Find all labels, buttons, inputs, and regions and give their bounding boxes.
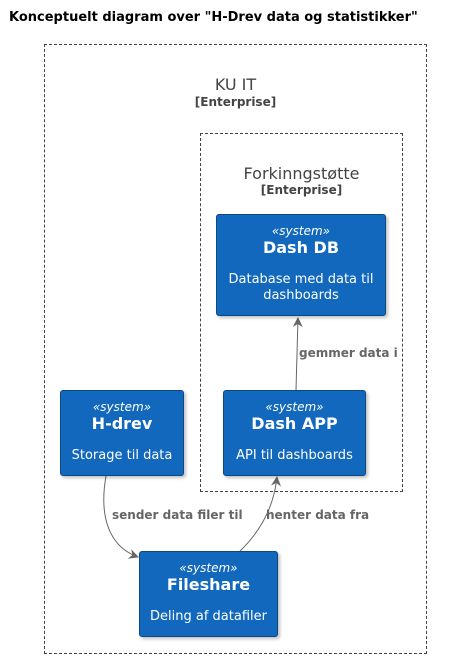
ku-it-boundary-type: [Enterprise] [194,95,277,109]
fileshare-to-app-label: henter data fra [266,508,370,522]
hdrev-system[interactable]: «system» H-drev Storage til data [60,390,184,476]
dash-app-description: API til dashboards [236,448,353,463]
hdrev-to-fileshare-arrow [103,475,139,559]
hdrev-stereotype: «system» [92,400,152,414]
dash-db-description: Database med data til dashboards [228,272,374,303]
fileshare-description: Deling af datafiler [150,609,267,624]
app-to-db-label: gemmer data i [299,346,398,360]
fileshare-system[interactable]: «system» Fileshare Deling af datafiler [139,551,278,637]
app-to-db-arrow [292,317,303,391]
hdrev-name: H-drev [91,414,153,433]
ku-it-boundary-title: KU IT [214,75,257,94]
dash-app-system[interactable]: «system» Dash APP API til dashboards [223,390,366,476]
dash-db-system[interactable]: «system» Dash DB Database med data til d… [216,214,386,316]
hdrev-description: Storage til data [71,448,173,463]
fileshare-stereotype: «system» [179,561,238,575]
dash-app-name: Dash APP [251,414,338,433]
fileshare-name: Fileshare [166,575,251,594]
forkinngstotte-boundary-type: [Enterprise] [260,183,343,197]
diagram-title: Konceptuelt diagram over "H-Drev data og… [9,10,418,25]
dash-db-name: Dash DB [262,238,340,257]
ku-it-boundary: KU IT [Enterprise] [44,44,427,654]
fileshare-to-app-arrow [239,476,282,552]
dash-db-stereotype: «system» [271,224,331,238]
dash-app-stereotype: «system» [265,400,324,414]
hdrev-to-fileshare-label: sender data filer til [112,508,243,522]
forkinngstotte-boundary-title: Forkinngstøtte [243,164,360,183]
forkinngstotte-boundary: Forkinngstøtte [Enterprise] [200,133,403,492]
